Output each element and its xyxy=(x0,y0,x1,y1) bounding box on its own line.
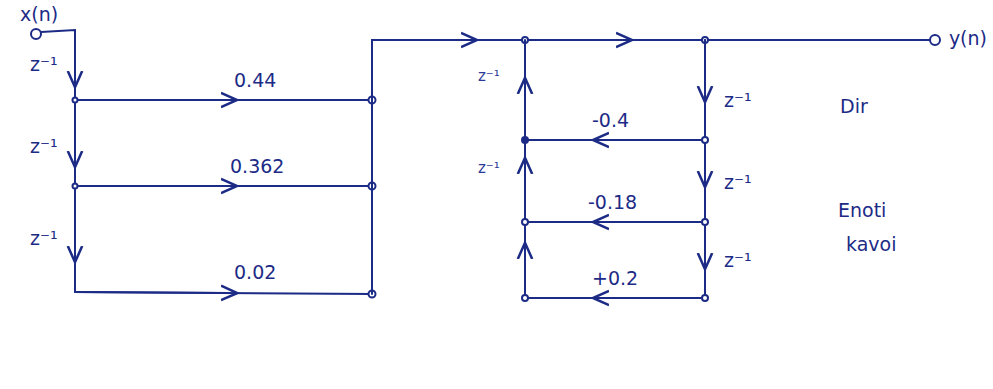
tap-line xyxy=(75,99,372,101)
input-terminal xyxy=(31,29,41,39)
delay-label: z⁻¹ xyxy=(476,68,502,85)
sum-line xyxy=(372,40,930,294)
delay-label: z⁻¹ xyxy=(476,160,502,177)
delay-label: z⁻¹ xyxy=(722,250,754,271)
delay-label: z⁻¹ xyxy=(722,172,754,193)
coefficient: 0.362 xyxy=(228,156,286,177)
note: kavoi xyxy=(844,234,898,255)
coefficient: -0.4 xyxy=(590,110,631,131)
signal-name: y(n) xyxy=(947,28,989,49)
feedback-delay-column xyxy=(704,40,706,298)
delay-label: z⁻¹ xyxy=(28,228,60,249)
coefficient: 0.44 xyxy=(232,70,278,91)
delay-label: z⁻¹ xyxy=(722,90,754,111)
coefficient: +0.2 xyxy=(590,268,640,289)
tap-line xyxy=(75,292,372,294)
note: Enoti xyxy=(836,200,888,221)
feedback-sum-column xyxy=(524,40,526,298)
tap-line xyxy=(75,185,372,187)
signal-name: x(n) xyxy=(18,4,60,25)
note: Dir xyxy=(838,96,870,117)
delay-label: z⁻¹ xyxy=(28,136,60,157)
delay-label: z⁻¹ xyxy=(28,54,60,75)
coefficient: 0.02 xyxy=(232,262,278,283)
output-terminal xyxy=(930,35,940,45)
coefficient: -0.18 xyxy=(586,192,639,213)
